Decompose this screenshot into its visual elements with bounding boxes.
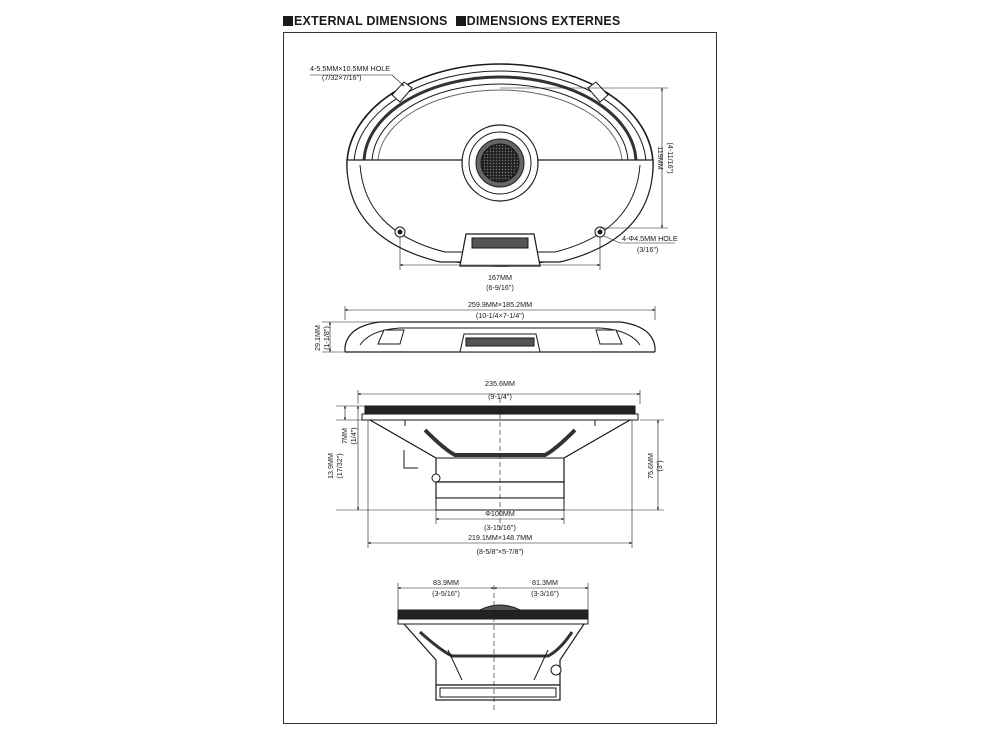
hole-spacing-label-inch: (6-9/16") [486,283,514,292]
profile-view [361,398,639,530]
right-label: 81.3MM [532,578,558,587]
width-label: 235.6MM [485,379,515,388]
side-frame-outline [344,321,656,352]
title-square-icon [283,16,293,26]
small-hole-label-inch: (3/16") [637,245,658,254]
small-hole-label: 4-Φ4.5MM HOLE [622,234,678,243]
grille-cover [346,159,654,263]
overall-label-inch: (10-1/4×7-1/4") [476,311,524,320]
hole-spacing-label: 167MM [488,273,512,282]
side-view [344,321,656,353]
mount-lug-left [391,81,413,103]
bottom-flange [397,609,589,620]
drawing-frame [283,32,717,724]
profile-terminal [403,450,418,469]
width-label-inch: (9-1/4") [488,392,512,401]
side-lug-right [595,329,623,345]
bottom-tweeter [479,604,521,611]
cutout-label: 219.1MM×148.7MM [468,533,532,542]
magnet-label-inch: (3-15/16") [484,523,516,532]
left-label-inch: (3-5/16") [432,589,460,598]
depth-label-inch: (3") [655,460,664,471]
left-label: 83.9MM [433,578,459,587]
terminal-bar [471,237,529,249]
tweeter-grille [480,143,520,183]
flange-label-inch: (1/4") [349,427,358,444]
title-french: DIMENSIONS EXTERNES [466,14,621,28]
thickness-label-inch: (1-1/8") [322,326,331,350]
mount-hole-label-inch: (7/32×7/16") [322,73,362,82]
height-label-inch: (4-11/16") [666,142,675,173]
right-label-inch: (3-3/16") [531,589,559,598]
side-lug-left [377,329,405,345]
step-label-inch: (17/32") [335,453,344,478]
mount-hole-label: 4-5.5MM×10.5MM HOLE [310,64,390,73]
bottom-cone [418,630,574,658]
title-square-icon [455,16,466,26]
bottom-terminal [550,664,562,676]
title-english: EXTERNAL DIMENSIONS [294,14,448,28]
top-view [346,63,654,267]
thickness-label: 29.1MM [313,325,322,351]
cutout-label-inch: (8-5/8"×5-7/8") [477,547,524,556]
section-title: EXTERNAL DIMENSIONS DIMENSIONS EXTERNES [283,14,620,28]
step-label: 13.9MM [326,453,335,479]
magnet-label: Φ100MM [485,509,515,518]
depth-label: 75.6MM [646,453,655,479]
overall-label: 259.9MM×185.2MM [468,300,532,309]
height-label: 119MM [656,146,665,169]
bottom-view [397,585,589,712]
flange-label: 7MM [340,428,349,444]
